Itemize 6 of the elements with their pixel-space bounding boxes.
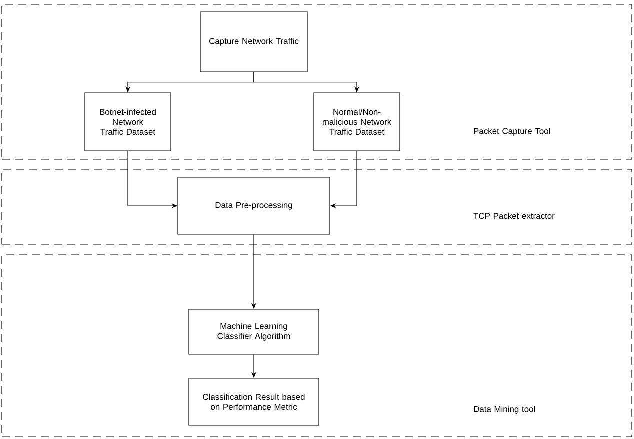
process-box: Capture Network Traffic	[200, 12, 308, 72]
process-box: Botnet-infected Network Traffic Dataset	[84, 92, 172, 152]
process-box: Classification Result based on Performance Metric	[188, 378, 320, 426]
process-box: Normal/Non-malicious Network Traffic Dataset	[314, 92, 400, 152]
process-box: Machine Learning Classifier Algorithm	[188, 309, 320, 355]
process-box: Data Pre-processing	[178, 177, 330, 235]
